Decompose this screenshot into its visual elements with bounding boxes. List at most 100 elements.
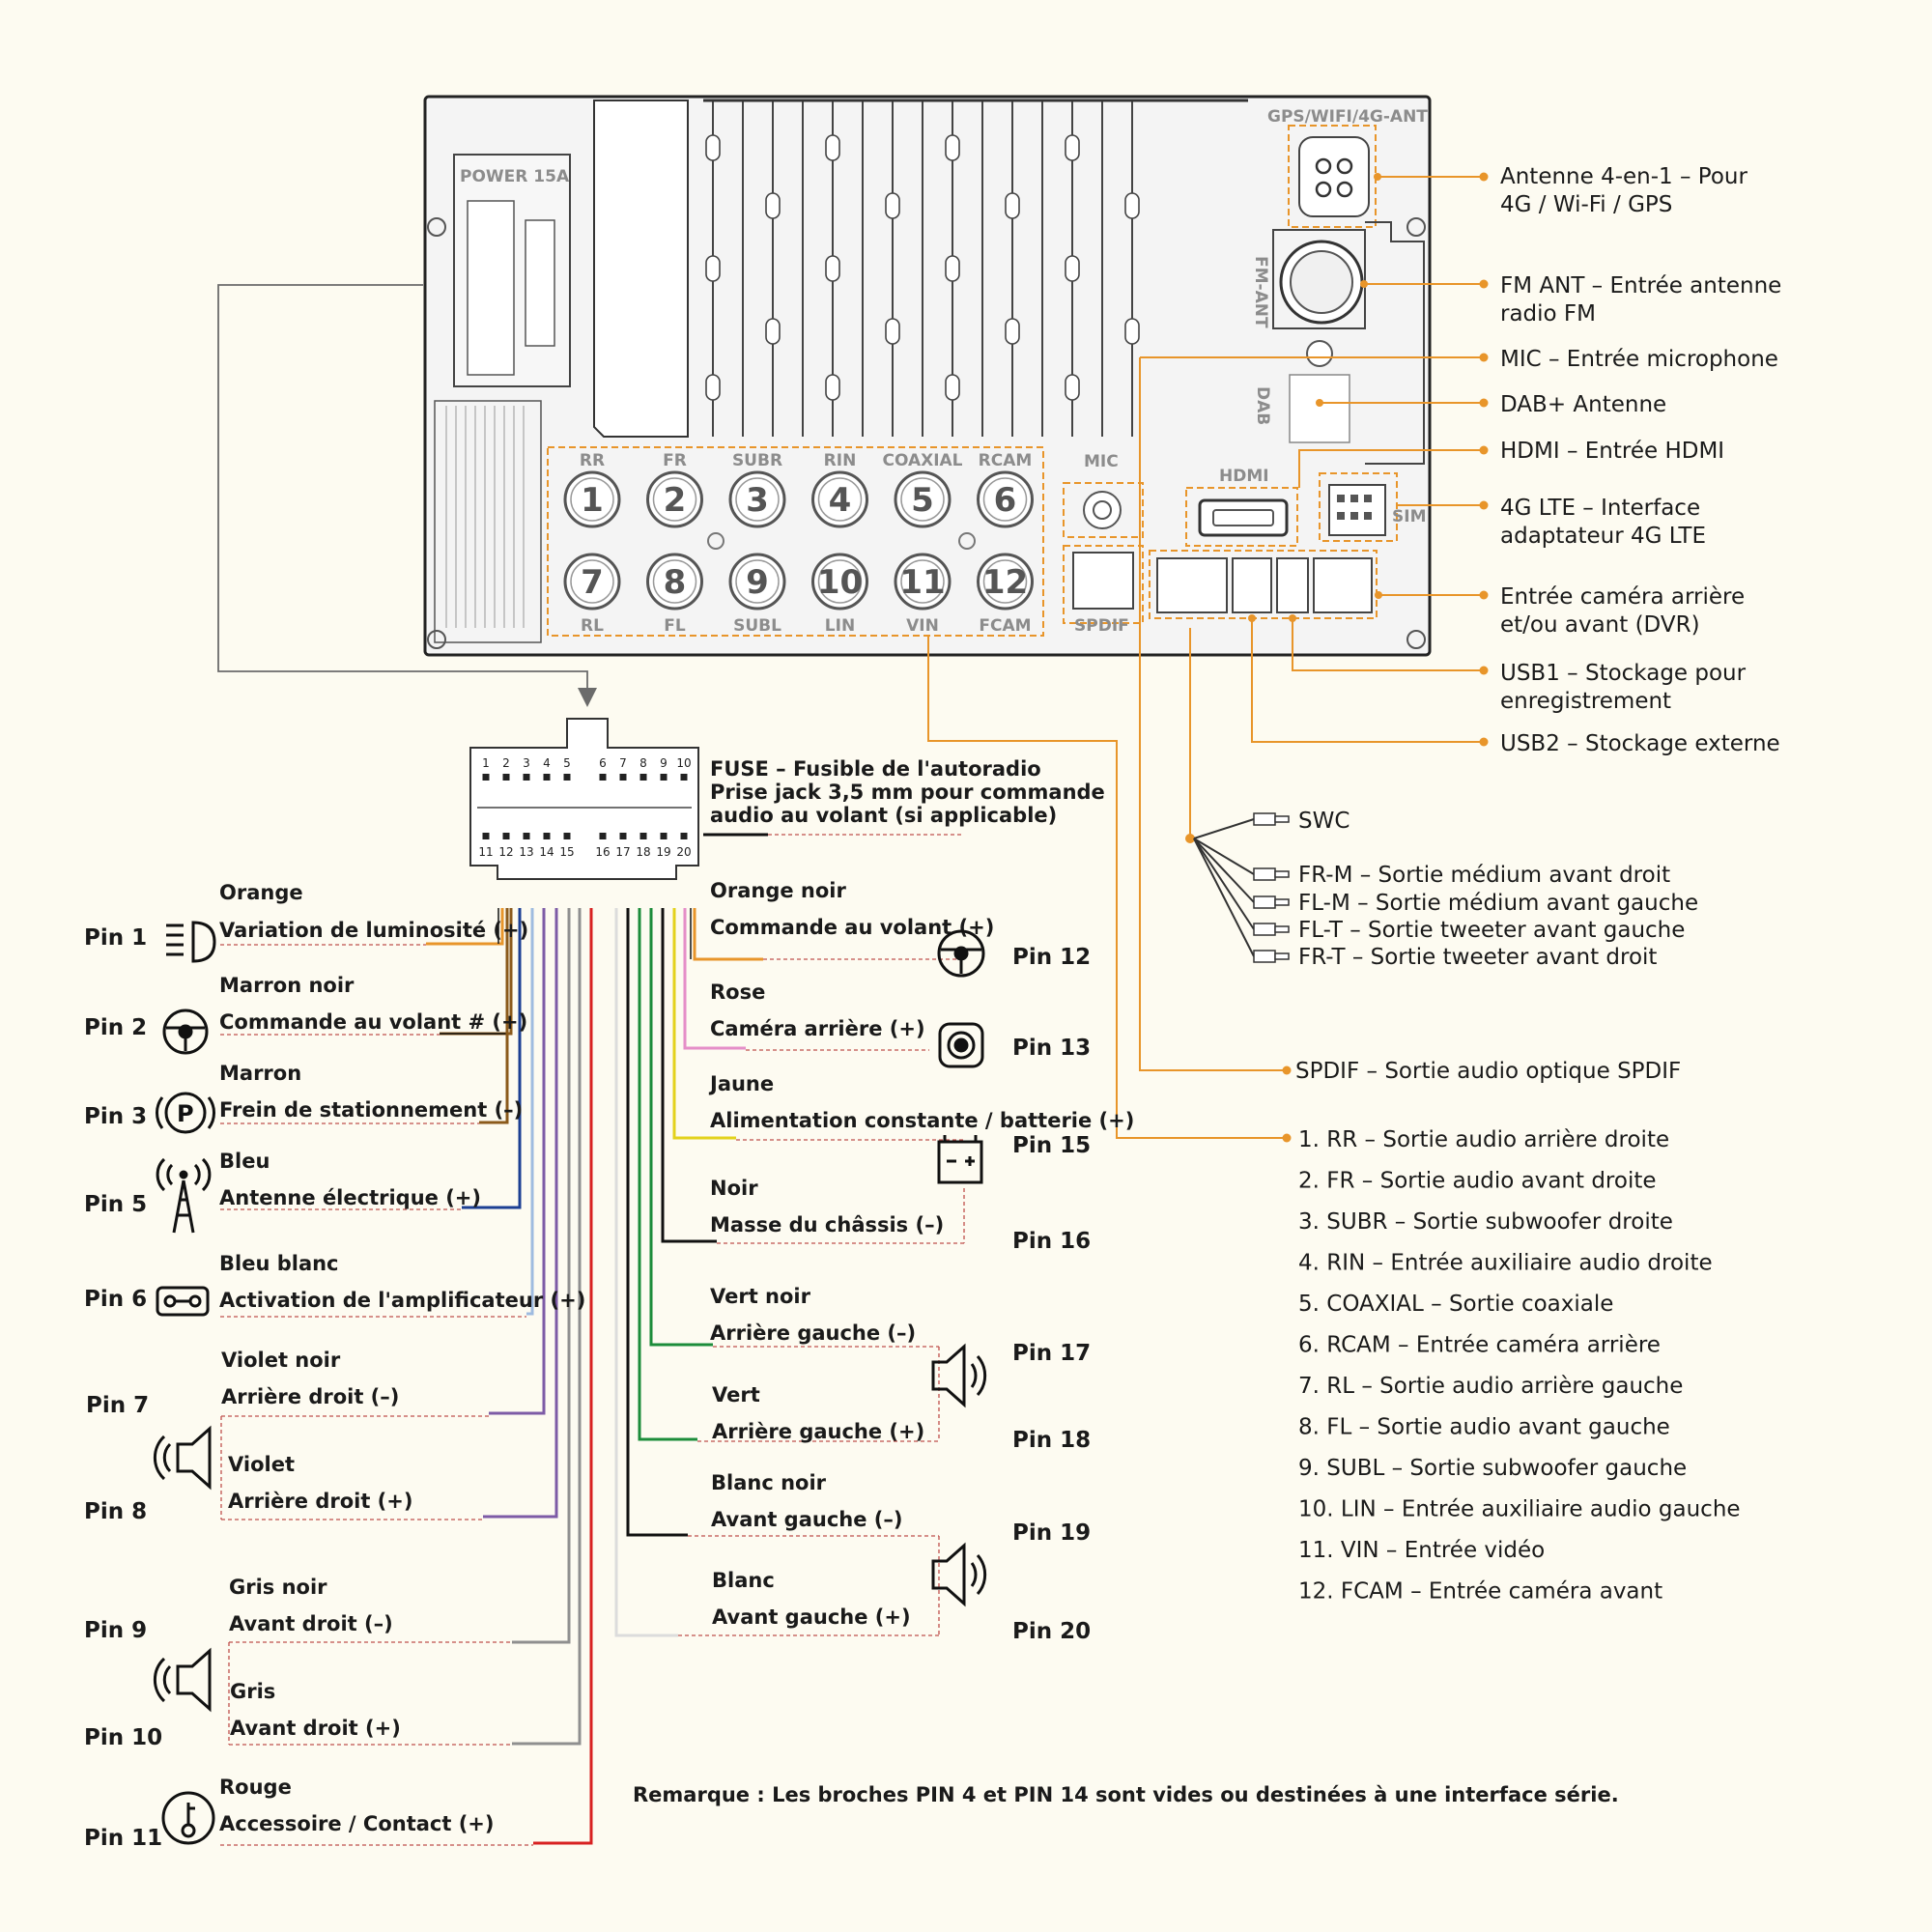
pin-16-function: Masse du châssis (–) (710, 1213, 944, 1236)
right-pin-labels: Orange noir Commande au volant (+) Pin 1… (708, 879, 1134, 1644)
pin-13-color: Rose (710, 980, 765, 1004)
heatsink-slot (825, 134, 840, 161)
dimmer-light-icon (166, 921, 216, 963)
pin-17-color: Vert noir (710, 1285, 811, 1308)
pin-12-function: Commande au volant (+) (710, 916, 994, 939)
harness-wires (220, 908, 965, 1846)
rca-list-route (927, 636, 1285, 1139)
rca-socket-ring (900, 477, 945, 522)
lte-socket-pins (1337, 495, 1372, 520)
rca-label-subl: SUBL (733, 616, 781, 636)
parking-brake-glyph: P (177, 1100, 194, 1127)
heatsink-slot (1065, 255, 1080, 282)
heatsink-slot (825, 255, 840, 282)
hdmi-socket-inner (1212, 509, 1274, 526)
sim-label: SIM (1392, 507, 1427, 526)
pin-3-label: Pin 3 (84, 1104, 147, 1129)
rca-socket-ring (817, 559, 863, 604)
heatsink-slot (765, 318, 781, 345)
pin-19-label: Pin 19 (1012, 1520, 1091, 1546)
rca-number-12: 12 (982, 563, 1028, 602)
heatsink-slot (705, 134, 721, 161)
wire-pin6-blue-white (526, 908, 534, 1316)
fuse-l3: audio au volant (si applicable) (710, 804, 1057, 827)
swc-frt: FR-T – Sortie tweeter avant droit (1298, 945, 1657, 970)
rca-number-11: 11 (899, 563, 945, 602)
swc-label: SWC (1298, 809, 1350, 834)
pin-19-color: Blanc noir (711, 1471, 827, 1494)
rca-socket (563, 553, 621, 611)
mount-hole (427, 217, 446, 237)
plug-pin-number: 11 (478, 845, 493, 859)
rca-list-item: 9. SUBL – Sortie subwoofer gauche (1298, 1456, 1687, 1481)
power-socket-pins (467, 200, 515, 376)
pin-18-function: Arrière gauche (+) (712, 1420, 924, 1443)
wire-pin9-gray-black (512, 908, 571, 1644)
pin-20-color: Blanc (712, 1569, 775, 1592)
pin-10-color: Gris (230, 1680, 275, 1703)
callout-dots (1248, 172, 1489, 747)
fm-socket-inner (1290, 250, 1353, 314)
pin-16-color: Noir (710, 1177, 758, 1200)
rca-socket-ring (652, 477, 697, 522)
gps-pin (1315, 181, 1332, 198)
plug-pin (482, 774, 490, 781)
mic-socket-inner (1093, 500, 1112, 520)
pin-2-label: Pin 2 (84, 1015, 147, 1040)
plug-pin-number: 13 (519, 845, 533, 859)
mount-hole (1406, 630, 1426, 649)
plug-pin-number: 8 (639, 756, 647, 770)
pin-18-label: Pin 18 (1012, 1428, 1091, 1453)
speaker-front-left-icon (931, 1542, 987, 1607)
callout-fm-l2: radio FM (1500, 301, 1596, 327)
rca-list-item: 4. RIN – Entrée auxiliaire audio droite (1298, 1251, 1713, 1276)
rca-socket-ring (817, 477, 863, 522)
plug-pin-number: 15 (559, 845, 574, 859)
right-callouts: Antenne 4-en-1 – Pour 4G / Wi-Fi / GPS F… (1140, 164, 1781, 756)
plug-pin-number: 3 (523, 756, 530, 770)
callout-hdmi: HDMI – Entrée HDMI (1500, 439, 1724, 464)
hdmi-frame (1185, 487, 1298, 547)
plug-pin-number: 17 (615, 845, 630, 859)
plug-pin-number: 6 (599, 756, 607, 770)
pin-7-label: Pin 7 (86, 1393, 149, 1418)
plug-pin (660, 774, 668, 781)
rca-socket (728, 553, 786, 611)
plug-pin (599, 833, 607, 839)
pin-3-function: Frein de stationnement (–) (219, 1098, 523, 1122)
rca-label-fr: FR (663, 451, 687, 470)
camera-socket (1156, 557, 1228, 613)
amplifier-icon (156, 1286, 210, 1317)
pin-15-color: Jaune (708, 1072, 774, 1095)
plug-pin (619, 833, 627, 839)
pin-9-label: Pin 9 (84, 1618, 147, 1643)
usb1-socket (1232, 557, 1272, 613)
wire-pin13-pink (683, 908, 746, 1050)
rca-list-item: 11. VIN – Entrée vidéo (1298, 1538, 1545, 1563)
plug-pin (563, 774, 571, 781)
pin-18-color: Vert (712, 1383, 760, 1406)
heatsink-slot (945, 134, 960, 161)
mic-socket (1083, 491, 1122, 529)
heatsink-slot (705, 374, 721, 401)
callout-line (1251, 618, 1483, 743)
plug-pin (543, 774, 551, 781)
pin-7-color: Violet noir (221, 1349, 341, 1372)
pin-17-function: Arrière gauche (–) (710, 1321, 916, 1345)
swc-flm: FL-M – Sortie médium avant gauche (1298, 891, 1698, 916)
plug-pin-number: 4 (543, 756, 551, 770)
plug-pin-number: 10 (676, 756, 691, 770)
plug-pin (619, 774, 627, 781)
plug-pin-number: 2 (502, 756, 510, 770)
pin-3-color: Marron (219, 1062, 301, 1085)
wire-pin11-red (533, 908, 593, 1845)
rca-list-item: 10. LIN – Entrée auxiliaire audio gauche (1298, 1497, 1741, 1522)
pin-15-label: Pin 15 (1012, 1133, 1091, 1158)
wire-pin5-blue (462, 908, 522, 1209)
plug-pin (523, 833, 530, 839)
plug-pin (482, 833, 490, 839)
plug-pin (680, 774, 688, 781)
cover-plate (593, 99, 689, 438)
rca-number-9: 9 (746, 563, 769, 602)
rca-socket-ring (570, 559, 614, 604)
